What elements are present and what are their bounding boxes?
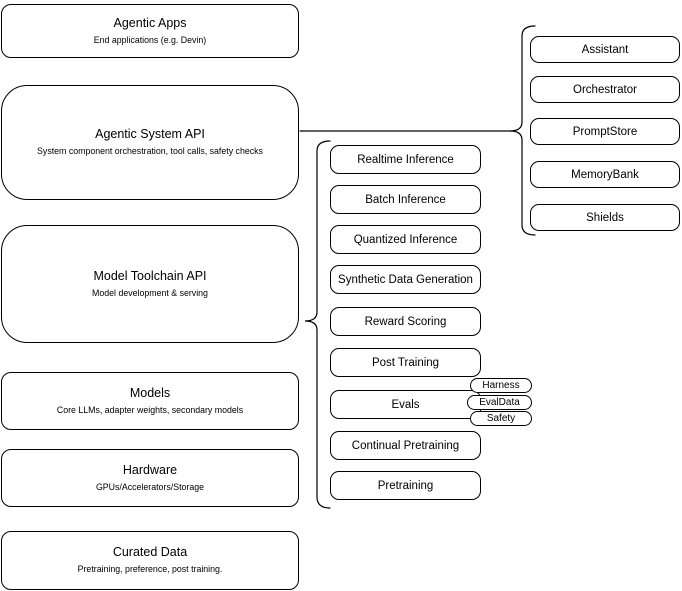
node-title: Hardware xyxy=(122,462,178,477)
node-label: PromptStore xyxy=(572,125,638,138)
node-subtitle: Pretraining, preference, post training. xyxy=(77,564,223,575)
node-assistant: Assistant xyxy=(530,36,680,63)
node-label: Synthetic Data Generation xyxy=(338,273,473,286)
node-orchestrator: Orchestrator xyxy=(530,76,680,103)
node-label: Shields xyxy=(586,211,624,224)
node-synthetic-data-generation: Synthetic Data Generation xyxy=(330,265,481,294)
tag-safety: Safety xyxy=(470,411,532,426)
node-agentic-apps: Agentic Apps End applications (e.g. Devi… xyxy=(1,4,299,58)
toolchain-group-brace xyxy=(304,140,331,509)
node-quantized-inference: Quantized Inference xyxy=(330,225,481,254)
node-agentic-system-api: Agentic System API System component orch… xyxy=(1,85,299,200)
node-title: Model Toolchain API xyxy=(93,268,207,283)
node-subtitle: Model development & serving xyxy=(92,287,208,298)
node-curated-data: Curated Data Pretraining, preference, po… xyxy=(1,531,299,590)
node-label: Realtime Inference xyxy=(357,153,454,166)
tag-harness: Harness xyxy=(470,378,532,393)
tag-label: Safety xyxy=(486,413,516,424)
node-models: Models Core LLMs, adapter weights, secon… xyxy=(1,372,299,430)
node-shields: Shields xyxy=(530,204,680,231)
node-realtime-inference: Realtime Inference xyxy=(330,145,481,174)
node-continual-pretraining: Continual Pretraining xyxy=(330,431,481,460)
node-label: Pretraining xyxy=(377,479,434,492)
node-batch-inference: Batch Inference xyxy=(330,185,481,214)
node-label: Continual Pretraining xyxy=(351,439,460,452)
node-pretraining: Pretraining xyxy=(330,471,481,500)
node-label: Reward Scoring xyxy=(364,315,447,328)
node-label: Quantized Inference xyxy=(353,233,458,246)
node-memorybank: MemoryBank xyxy=(530,161,680,188)
node-label: MemoryBank xyxy=(571,168,639,181)
node-subtitle: System component orchestration, tool cal… xyxy=(37,146,263,157)
node-label: Orchestrator xyxy=(573,83,637,96)
node-label: Post Training xyxy=(371,356,440,369)
node-subtitle: Core LLMs, adapter weights, secondary mo… xyxy=(56,404,244,415)
node-label: Assistant xyxy=(581,43,629,56)
node-evals: Evals xyxy=(330,390,481,419)
node-label: Batch Inference xyxy=(365,193,446,206)
node-subtitle: GPUs/Accelerators/Storage xyxy=(95,481,205,492)
node-hardware: Hardware GPUs/Accelerators/Storage xyxy=(1,449,299,507)
node-title: Agentic System API xyxy=(95,127,205,142)
node-post-training: Post Training xyxy=(330,348,481,377)
node-reward-scoring: Reward Scoring xyxy=(330,307,481,336)
node-promptstore: PromptStore xyxy=(530,118,680,145)
tag-label: EvalData xyxy=(479,397,520,408)
node-title: Models xyxy=(129,385,171,400)
node-subtitle: End applications (e.g. Devin) xyxy=(93,34,207,45)
node-model-toolchain-api: Model Toolchain API Model development & … xyxy=(1,225,299,343)
tag-evaldata: EvalData xyxy=(467,395,532,410)
node-title: Curated Data xyxy=(112,545,188,560)
node-label: Evals xyxy=(391,398,420,411)
node-title: Agentic Apps xyxy=(113,15,187,30)
tag-label: Harness xyxy=(482,380,520,391)
